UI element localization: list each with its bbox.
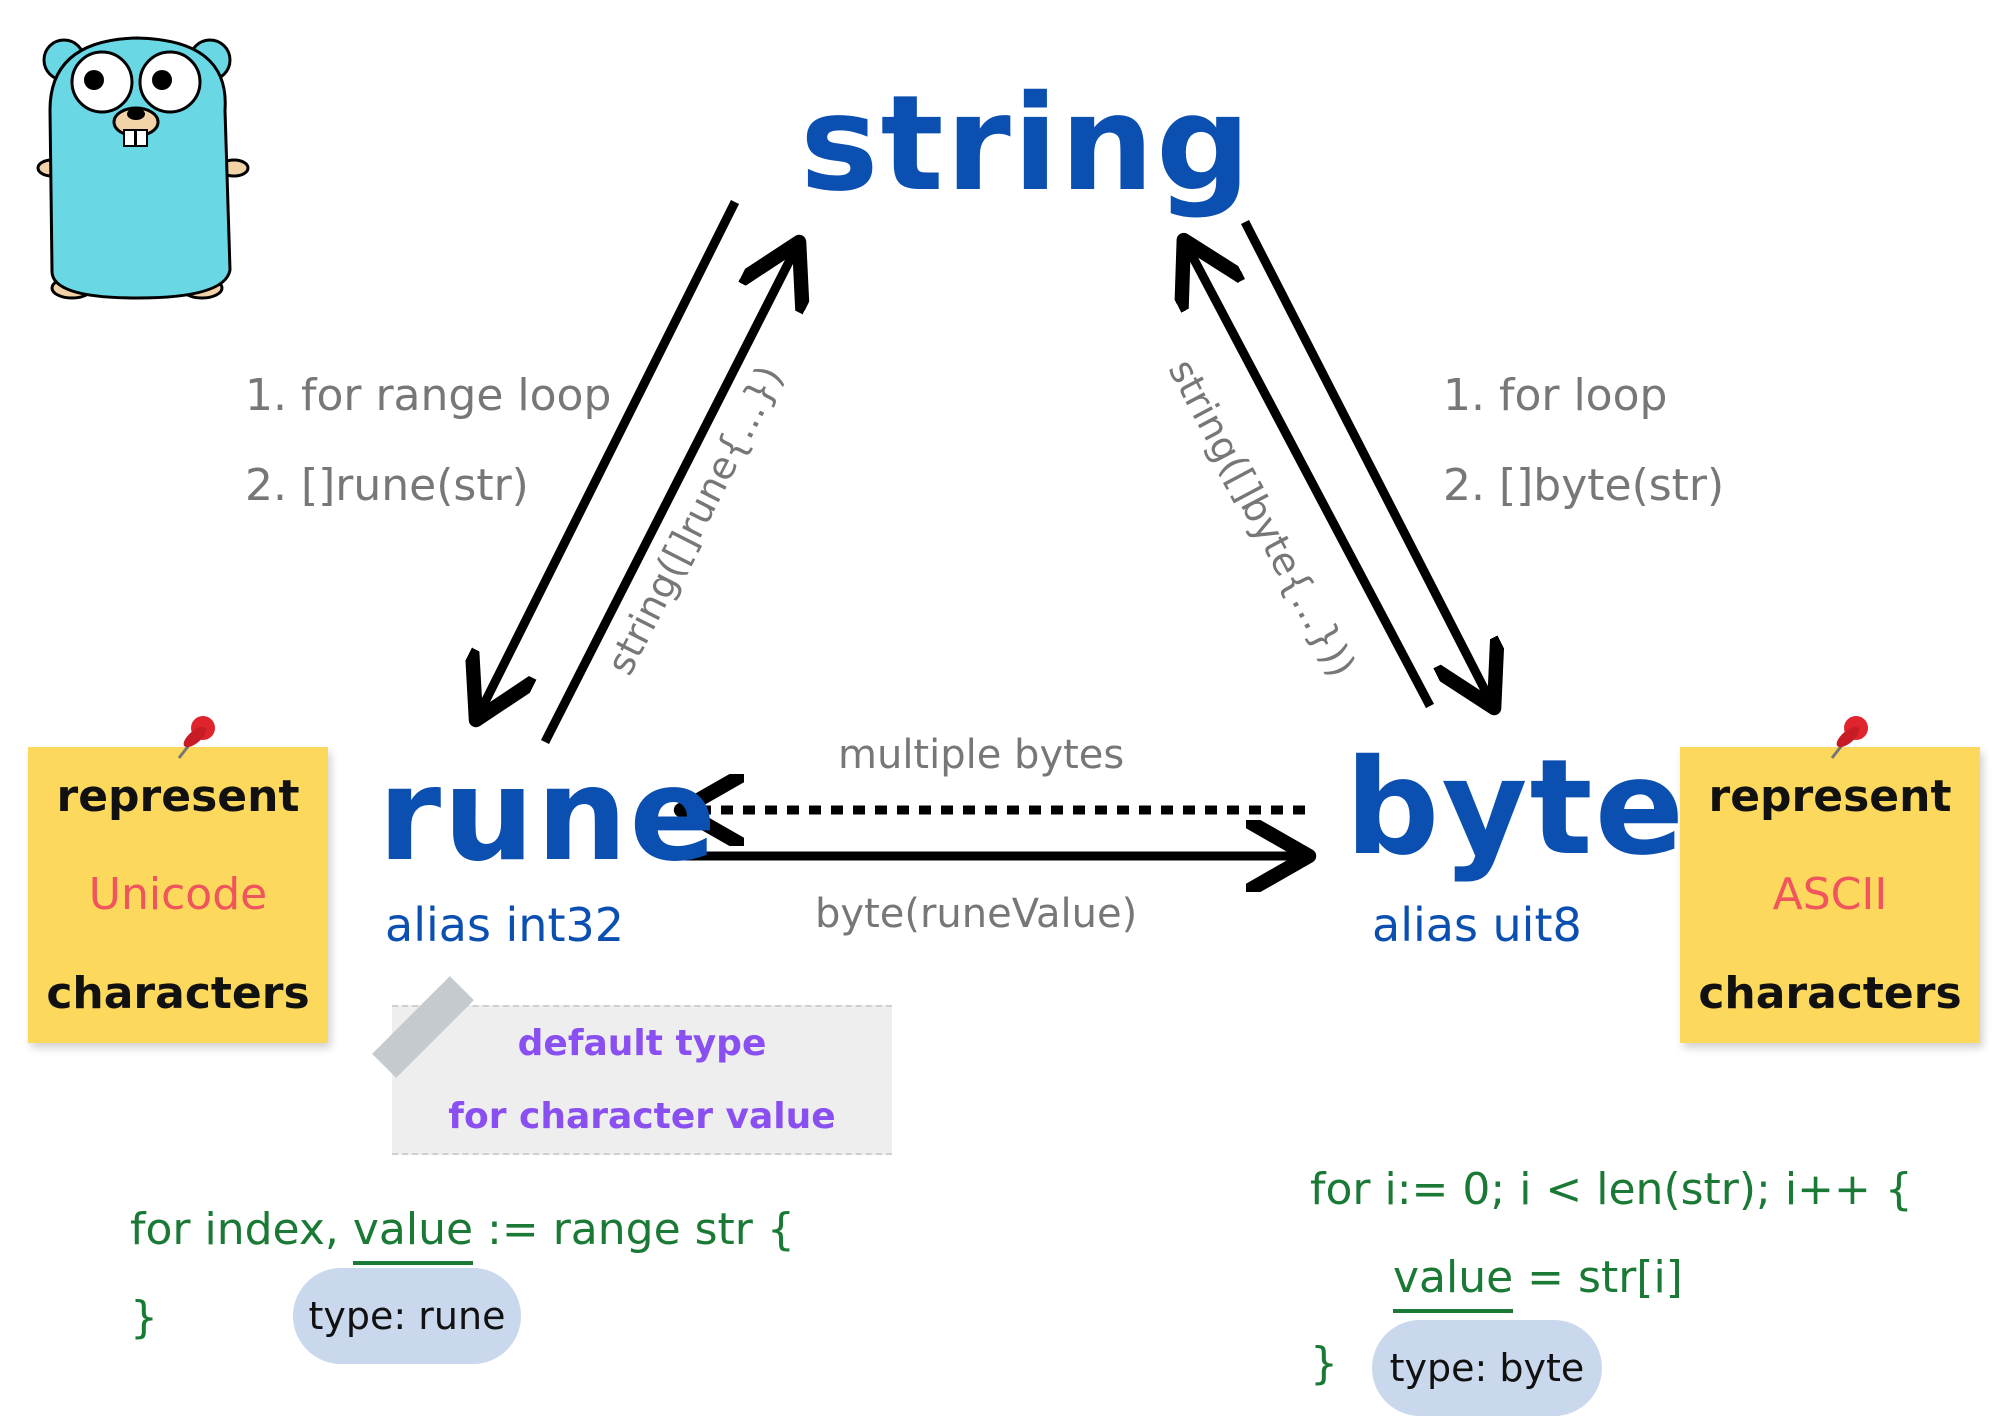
code-left-var: value [352, 1204, 474, 1265]
note-right-line-3: characters [1698, 968, 1962, 1020]
ascii-sticky-note: represent ASCII characters [1680, 747, 1980, 1043]
string-to-rune-arrow [480, 199, 740, 712]
note-left-accent: Unicode [88, 869, 268, 921]
ribbon-line-1: default type [517, 1023, 767, 1064]
note-right-line-1: represent [1708, 770, 1952, 822]
note-left-line-1: represent [56, 770, 300, 822]
gopher-mascot-icon [36, 36, 250, 300]
note-right-accent: ASCII [1772, 869, 1888, 921]
code-right-close: } [1310, 1338, 1338, 1389]
code-left-after: := range str { [473, 1204, 795, 1255]
type-rune-pill: type: rune [293, 1268, 521, 1364]
string-node: string [800, 67, 1253, 221]
pushpin-icon [1830, 716, 1868, 759]
note-left-line-3: characters [46, 968, 310, 1020]
rune-to-string-arrow [540, 250, 795, 745]
byte-to-string-arrow [1188, 248, 1434, 709]
code-left-line-1: for index, value := range str { [130, 1204, 795, 1265]
code-right-var: value [1393, 1252, 1514, 1313]
string-to-byte-method-1: 1. for loop [1443, 370, 1668, 421]
string-to-rune-method-2: 2. []rune(str) [245, 460, 529, 511]
rune-node: rune [378, 741, 719, 890]
byte-alias: alias uit8 [1372, 898, 1582, 952]
byte-to-rune-label: multiple bytes [838, 732, 1125, 778]
pushpin-icon [177, 716, 215, 759]
rune-to-byte-label: byte(runeValue) [815, 891, 1138, 937]
code-left-before: for index, [130, 1204, 353, 1255]
code-right-after: = str[i] [1513, 1252, 1683, 1303]
code-left-close: } [130, 1292, 158, 1343]
string-to-byte-method-2: 2. []byte(str) [1443, 460, 1725, 511]
string-to-rune-method-1: 1. for range loop [245, 370, 612, 421]
code-right-line-1: for i:= 0; i < len(str); i++ { [1310, 1164, 1913, 1215]
default-type-ribbon: default type for character value [392, 1005, 892, 1155]
string-to-byte-arrow [1240, 219, 1490, 700]
code-right-line-2: value = str[i] [1393, 1252, 1683, 1313]
ribbon-line-2: for character value [448, 1096, 836, 1137]
type-byte-pill: type: byte [1372, 1320, 1602, 1416]
byte-node: byte [1345, 731, 1687, 885]
unicode-sticky-note: represent Unicode characters [28, 747, 328, 1043]
rune-alias: alias int32 [385, 898, 625, 952]
